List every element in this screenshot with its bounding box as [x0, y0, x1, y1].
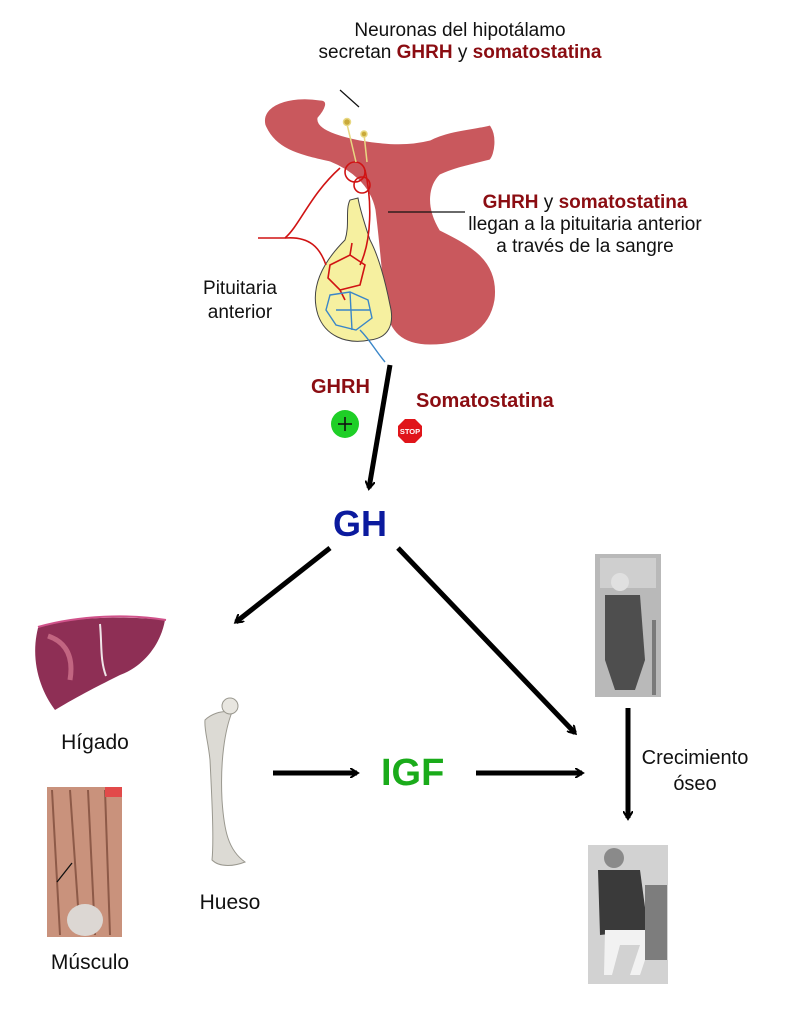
liver-label: Hígado [61, 731, 129, 754]
ghrh-highlight: GHRH [396, 42, 453, 63]
pituitary-label: Pituitaria anterior [180, 277, 300, 325]
side-note: GHRH y somatostatina llegan a la pituita… [450, 192, 720, 258]
portal-vessels-red [258, 161, 371, 301]
muscle-illustration [47, 787, 122, 937]
portal-vessels-blue [325, 291, 386, 363]
liver-illustration [35, 615, 167, 710]
stop-sign-icon: STOP [398, 419, 422, 443]
arrow-gh-to-growth [396, 546, 575, 733]
side-note-line2: llegan a la pituitaria anterior [468, 214, 702, 235]
top-note-line2: secretan GHRH y somatostatina [300, 42, 620, 64]
side-note-line1: GHRH y somatostatina [450, 192, 720, 214]
pituitary-label-line1: Pituitaria [203, 278, 277, 299]
svg-text:STOP: STOP [400, 427, 420, 436]
pituitary-label-line2: anterior [207, 302, 273, 323]
gh-label: GH [333, 503, 387, 544]
top-note-line1: Neuronas del hipotálamo [354, 20, 566, 41]
muscle-label: Músculo [50, 951, 130, 974]
igf-label: IGF [381, 752, 445, 794]
hypothalamus-shape [264, 98, 497, 346]
ghrh-label: GHRH [311, 376, 370, 398]
somatostatina-label: Somatostatina [416, 390, 554, 412]
bone-illustration [204, 697, 247, 866]
top-note: Neuronas del hipotálamo secretan GHRH y … [300, 20, 620, 64]
adult-photo [588, 845, 668, 984]
bone-label: Hueso [199, 891, 261, 914]
top-note-leader-line [339, 89, 360, 108]
arrow-gh-to-liver [236, 546, 332, 624]
plus-icon [331, 410, 359, 438]
growth-label: Crecimiento óseo [640, 745, 750, 797]
pituitary-illustration [258, 89, 497, 363]
side-note-line3: a través de la sangre [496, 236, 674, 257]
neuron-cells [342, 117, 368, 163]
somatostatina-highlight: somatostatina [472, 42, 602, 63]
side-note-conjunction: y [538, 192, 559, 213]
top-note-text: secretan [318, 42, 397, 63]
arrow-pituitary-to-gh [369, 364, 393, 488]
somatostatina-highlight: somatostatina [558, 192, 688, 213]
top-note-conjunction: y [452, 42, 473, 63]
ghrh-highlight: GHRH [482, 192, 539, 213]
child-photo [595, 554, 661, 697]
anterior-lobe-shape [314, 197, 393, 342]
growth-label-line2: óseo [673, 773, 717, 795]
growth-label-line1: Crecimiento [641, 747, 749, 769]
